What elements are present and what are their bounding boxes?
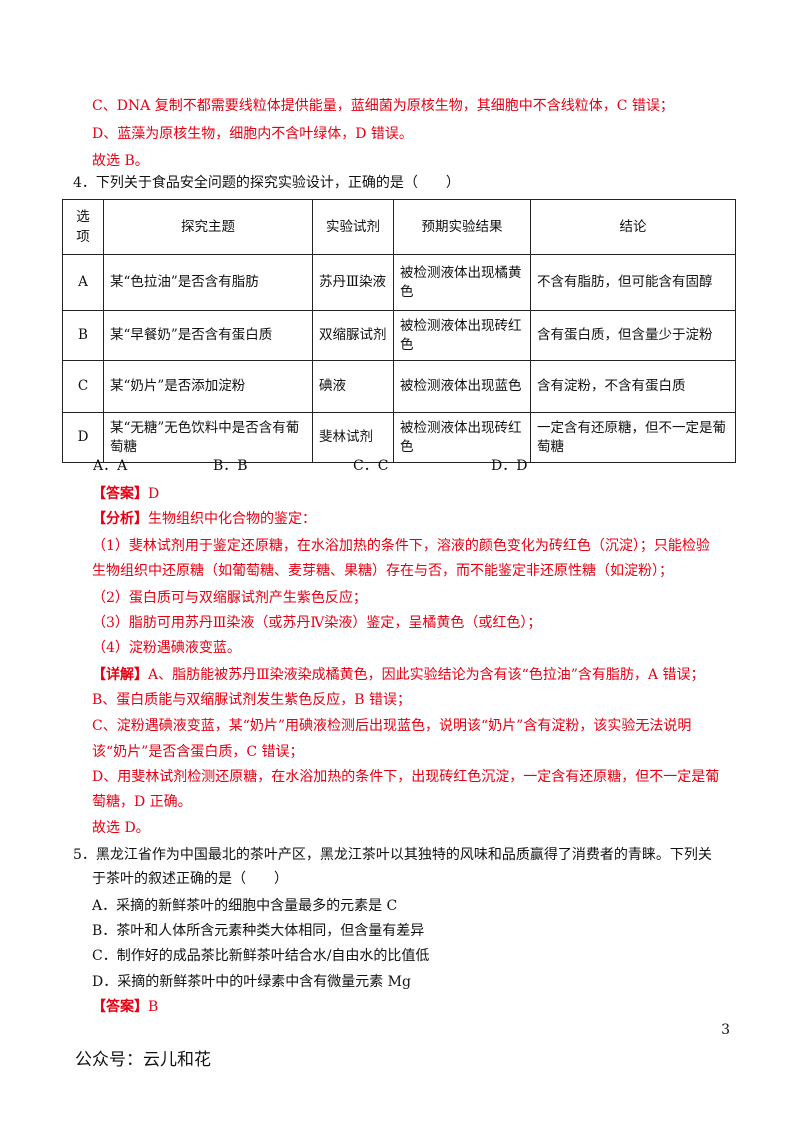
row-conclusion: 一定含有还原糖，但不一定是葡萄糖 bbox=[530, 412, 736, 463]
row-topic: 某“奶片”是否添加淀粉 bbox=[103, 360, 313, 413]
row-reagent: 苏丹Ⅲ染液 bbox=[312, 254, 394, 311]
row-expected: 被检测液体出现砖红色 bbox=[393, 310, 531, 361]
q4-table: 选项 探究主题 实验试剂 预期实验结果 结论 A 某“色拉油”是否含有脂肪 苏丹… bbox=[62, 199, 736, 463]
footer-text: 公众号：云儿和花 bbox=[75, 1050, 211, 1070]
choice-c[interactable]: C．C bbox=[353, 458, 389, 474]
q4-stem: 4．下列关于食品安全问题的探究实验设计，正确的是（ ） bbox=[73, 175, 460, 191]
q5-option-b[interactable]: B．茶叶和人体所含元素种类大体相同，但含量有差异 bbox=[92, 923, 425, 939]
row-topic: 某“无糖”无色饮料中是否含有葡萄糖 bbox=[103, 412, 313, 463]
analysis-line: 生物组织中还原糖（如葡萄糖、麦芽糖、果糖）存在与否，而不能鉴定非还原性糖（如淀粉… bbox=[92, 563, 673, 579]
detail-line: C、淀粉遇碘液变蓝，某“奶片”用碘液检测后出现蓝色，说明该“奶片”含有淀粉，该实… bbox=[92, 718, 692, 734]
header-option: 选项 bbox=[62, 199, 104, 255]
q5-option-c[interactable]: C．制作好的成品茶比新鲜茶叶结合水/自由水的比值低 bbox=[92, 948, 430, 964]
detail-line: B、蛋白质能与双缩脲试剂发生紫色反应，B 错误； bbox=[92, 692, 412, 708]
row-conclusion: 含有蛋白质，但含量少于淀粉 bbox=[530, 310, 736, 361]
q4-answer: 【答案】D bbox=[92, 486, 160, 502]
table-row: B 某“早餐奶”是否含有蛋白质 双缩脲试剂 被检测液体出现砖红色 含有蛋白质，但… bbox=[62, 310, 736, 361]
detail-line: D、用斐林试剂检测还原糖，在水浴加热的条件下，出现砖红色沉淀，一定含有还原糖，但… bbox=[92, 769, 720, 785]
row-option: A bbox=[62, 254, 104, 311]
row-reagent: 双缩脲试剂 bbox=[312, 310, 394, 361]
page-number: 3 bbox=[721, 1022, 730, 1038]
analysis-line: （4）淀粉遇碘液变蓝。 bbox=[92, 640, 241, 656]
q5-option-d[interactable]: D．采摘的新鲜茶叶中的叶绿素中含有微量元素 Mg bbox=[92, 974, 411, 990]
table-row: C 某“奶片”是否添加淀粉 碘液 被检测液体出现蓝色 含有淀粉，不含有蛋白质 bbox=[62, 360, 736, 413]
row-topic: 某“早餐奶”是否含有蛋白质 bbox=[103, 310, 313, 361]
header-expected: 预期实验结果 bbox=[393, 199, 531, 255]
row-expected: 被检测液体出现蓝色 bbox=[393, 360, 531, 413]
choice-a[interactable]: A．A bbox=[93, 458, 128, 474]
detail-line: 该“奶片”是否含蛋白质，C 错误； bbox=[92, 744, 304, 760]
row-option: D bbox=[62, 412, 104, 463]
q5-option-a[interactable]: A．采摘的新鲜茶叶的细胞中含量最多的元素是 C bbox=[92, 898, 398, 914]
analysis-line: （1）斐林试剂用于鉴定还原糖，在水浴加热的条件下，溶液的颜色变化为砖红色（沉淀）… bbox=[92, 538, 710, 554]
analysis-line: （3）脂肪可用苏丹Ⅲ染液（或苏丹Ⅳ染液）鉴定，呈橘黄色（或红色）； bbox=[92, 615, 542, 631]
row-reagent: 碘液 bbox=[312, 360, 394, 413]
row-option: C bbox=[62, 360, 104, 413]
row-conclusion: 不含有脂肪，但可能含有固醇 bbox=[530, 254, 736, 311]
table-row: A 某“色拉油”是否含有脂肪 苏丹Ⅲ染液 被检测液体出现橘黄色 不含有脂肪，但可… bbox=[62, 254, 736, 311]
explain-d: D、蓝藻为原核生物，细胞内不含叶绿体，D 错误。 bbox=[92, 126, 413, 142]
table-header-row: 选项 探究主题 实验试剂 预期实验结果 结论 bbox=[62, 199, 736, 255]
header-topic: 探究主题 bbox=[103, 199, 313, 255]
header-conclusion: 结论 bbox=[530, 199, 736, 255]
header-reagent: 实验试剂 bbox=[312, 199, 394, 255]
row-expected: 被检测液体出现橘黄色 bbox=[393, 254, 531, 311]
q5-answer: 【答案】B bbox=[92, 999, 159, 1015]
row-option: B bbox=[62, 310, 104, 361]
row-expected: 被检测液体出现砖红色 bbox=[393, 412, 531, 463]
q4-analysis-title: 【分析】生物组织中化合物的鉴定： bbox=[92, 511, 316, 527]
choice-b[interactable]: B．B bbox=[213, 458, 248, 474]
row-reagent: 斐林试剂 bbox=[312, 412, 394, 463]
table-row: D 某“无糖”无色饮料中是否含有葡萄糖 斐林试剂 被检测液体出现砖红色 一定含有… bbox=[62, 412, 736, 463]
q5-stem-1: 5．黑龙江省作为中国最北的茶叶产区，黑龙江茶叶以其独特的风味和品质赢得了消费者的… bbox=[73, 847, 712, 863]
row-conclusion: 含有淀粉，不含有蛋白质 bbox=[530, 360, 736, 413]
explain-conclude: 故选 B。 bbox=[92, 153, 149, 169]
choice-d[interactable]: D．D bbox=[491, 458, 528, 474]
analysis-line: （2）蛋白质可与双缩脲试剂产生紫色反应； bbox=[92, 590, 367, 606]
detail-line: 萄糖，D 正确。 bbox=[92, 794, 192, 810]
q5-stem-2: 于茶叶的叙述正确的是（ ） bbox=[92, 871, 288, 887]
row-topic: 某“色拉油”是否含有脂肪 bbox=[103, 254, 313, 311]
detail-conclude: 故选 D。 bbox=[92, 820, 150, 836]
q4-choices: A．A B．B C．C D．D bbox=[93, 456, 733, 476]
q4-detail-first: 【详解】A、脂肪能被苏丹Ⅲ染液染成橘黄色，因此实验结论为含有该“色拉油”含有脂肪… bbox=[92, 667, 705, 683]
explain-c: C、DNA 复制不都需要线粒体提供能量，蓝细菌为原核生物，其细胞中不含线粒体，C… bbox=[92, 98, 674, 114]
